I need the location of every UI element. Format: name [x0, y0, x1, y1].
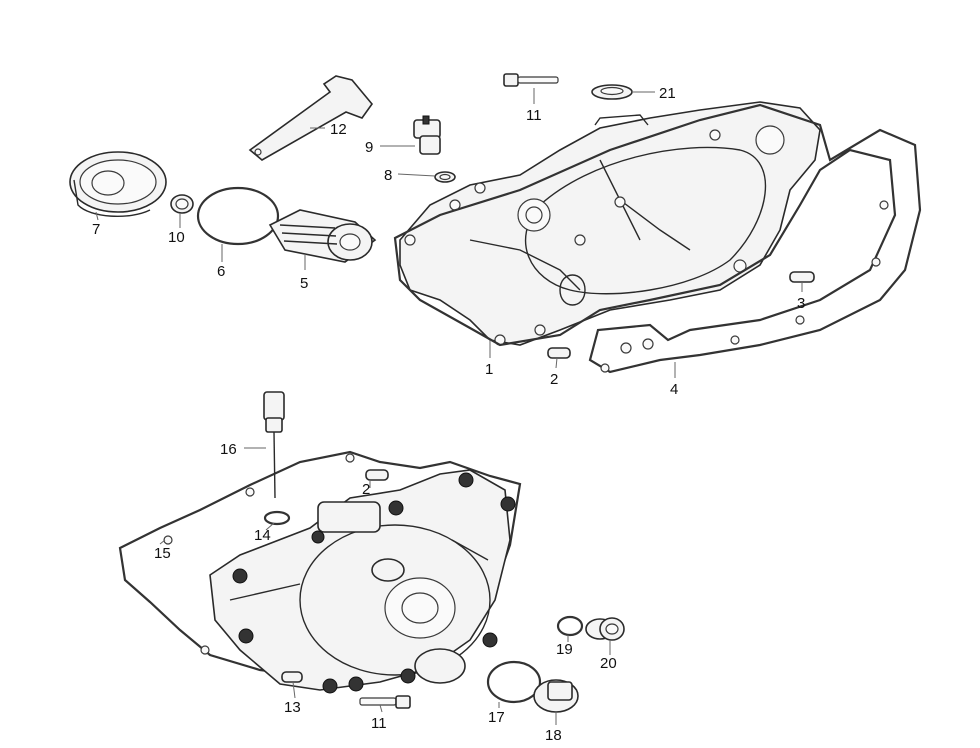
- part-3-dowel-pin: [789, 271, 815, 283]
- callout-11-bottom: 11: [371, 715, 387, 732]
- part-21-seal: [591, 84, 633, 100]
- callout-18: 18: [545, 727, 562, 744]
- callout-7: 7: [92, 221, 100, 238]
- part-14-o-ring: [263, 510, 291, 526]
- callout-labels: 11 21 12 9 8 7 10 6 5 3 1 2 4 16 2 14 15…: [92, 85, 805, 744]
- part-13-pin: [281, 671, 303, 683]
- part-alternator-cover: [209, 469, 516, 694]
- callout-20: 20: [600, 655, 617, 672]
- callout-3: 3: [797, 295, 805, 312]
- part-18-drain-plug: [533, 679, 579, 713]
- callout-11-top: 11: [526, 107, 542, 124]
- callout-13: 13: [284, 699, 301, 716]
- callout-5: 5: [300, 275, 308, 292]
- callout-8: 8: [384, 167, 392, 184]
- leader-lines: [95, 88, 803, 725]
- part-20-plug: [585, 617, 625, 641]
- part-10-o-ring-small: [170, 194, 194, 214]
- part-12-wrench: [248, 75, 374, 161]
- part-7-cover-cap: [69, 151, 167, 218]
- callout-2-top: 2: [550, 371, 558, 388]
- callout-9: 9: [365, 139, 373, 156]
- part-11-bolt-top: [503, 73, 559, 87]
- callout-1: 1: [485, 361, 493, 378]
- callout-6: 6: [217, 263, 225, 280]
- callout-19: 19: [556, 641, 573, 658]
- callout-16: 16: [220, 441, 237, 458]
- part-6-o-ring-large: [196, 186, 280, 246]
- part-2-dowel-pin-upper: [547, 347, 571, 359]
- callout-15: 15: [154, 545, 171, 562]
- callout-14: 14: [254, 527, 271, 544]
- part-11-bolt-bottom: [359, 695, 411, 709]
- callout-4: 4: [670, 381, 678, 398]
- callout-2-bottom: 2: [362, 481, 370, 498]
- part-2-dowel-pin-lower: [365, 469, 389, 481]
- part-17-o-ring: [486, 660, 542, 704]
- part-19-seal-ring: [556, 615, 584, 637]
- callout-10: 10: [168, 229, 185, 246]
- part-1-clutch-cover: [399, 101, 821, 346]
- part-16-sensor-cable: [263, 391, 285, 499]
- part-8-washer: [434, 171, 456, 183]
- callout-21: 21: [659, 85, 676, 102]
- callout-17: 17: [488, 709, 505, 726]
- part-9-sensor: [413, 115, 441, 155]
- part-5-oil-filter: [268, 209, 377, 263]
- part-4-gasket: [393, 103, 922, 374]
- callout-12: 12: [330, 121, 347, 138]
